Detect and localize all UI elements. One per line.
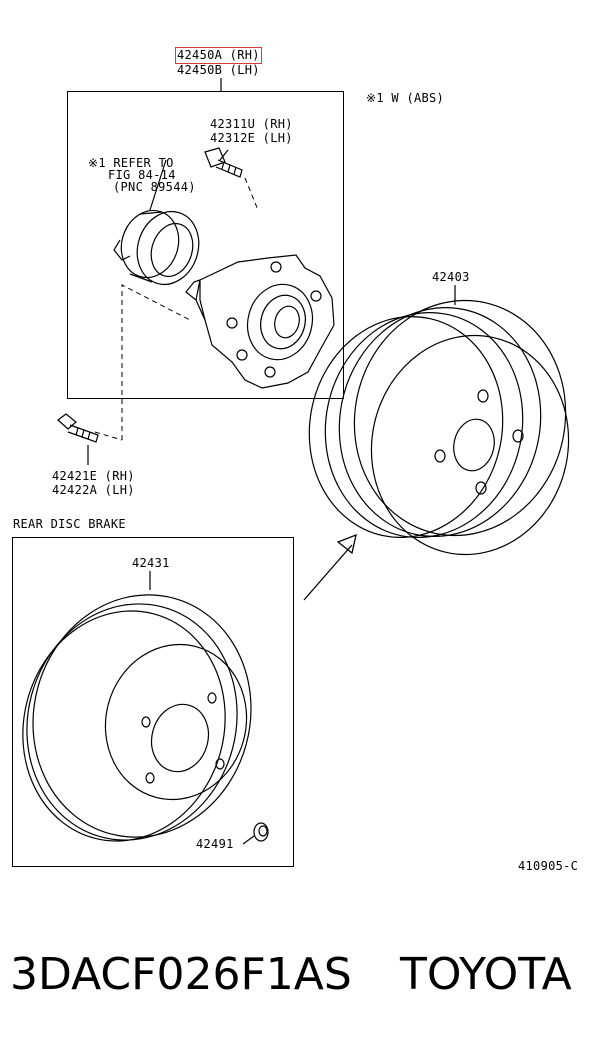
bolt-dashed-guide — [121, 284, 191, 440]
stud-dashed-guide — [244, 177, 259, 211]
part-label-disc[interactable]: 42431 — [132, 556, 170, 570]
plug-leader-line — [242, 835, 255, 845]
refer-leader-line — [149, 159, 167, 211]
hub-bearing-assembly — [185, 254, 335, 389]
part-label-stud-rh[interactable]: 42311U (RH) — [210, 117, 293, 131]
abs-note: ※1 W (ABS) — [366, 91, 445, 105]
rear-disc-brake-frame — [12, 537, 294, 867]
part-label-hub-lh[interactable]: 42450B (LH) — [177, 63, 260, 77]
brake-disc-rotor — [22, 594, 252, 842]
abs-sensor-ring — [113, 209, 200, 285]
caption-part-number: 3DACF026F1AS — [10, 949, 352, 1000]
stud-leader-line — [219, 149, 229, 161]
hole-plug — [253, 822, 269, 842]
part-label-bolt-lh[interactable]: 42422A (LH) — [52, 483, 135, 497]
reference-arrow — [303, 533, 357, 601]
part-label-hub-rh[interactable]: 42450A (RH) — [175, 47, 262, 64]
refer-note-line-2: FIG 84-14 — [108, 168, 176, 182]
part-label-drum[interactable]: 42403 — [432, 270, 470, 284]
part-label-stud-lh[interactable]: 42312E (LH) — [210, 131, 293, 145]
hub-stud — [204, 147, 243, 178]
refer-note-line-1: ※1 REFER TO — [88, 156, 174, 170]
refer-note-line-3: (PNC 89544) — [113, 180, 196, 194]
brake-drum — [308, 299, 570, 556]
flange-bolt — [57, 413, 99, 443]
part-label-bolt-rh[interactable]: 42421E (RH) — [52, 469, 135, 483]
caption-brand: TOYOTA — [400, 949, 572, 1000]
hub-group-frame — [67, 91, 344, 399]
figure-code: 410905-C — [518, 859, 579, 873]
rear-disc-brake-title: REAR DISC BRAKE — [13, 517, 126, 531]
part-label-plug[interactable]: 42491 — [196, 837, 234, 851]
